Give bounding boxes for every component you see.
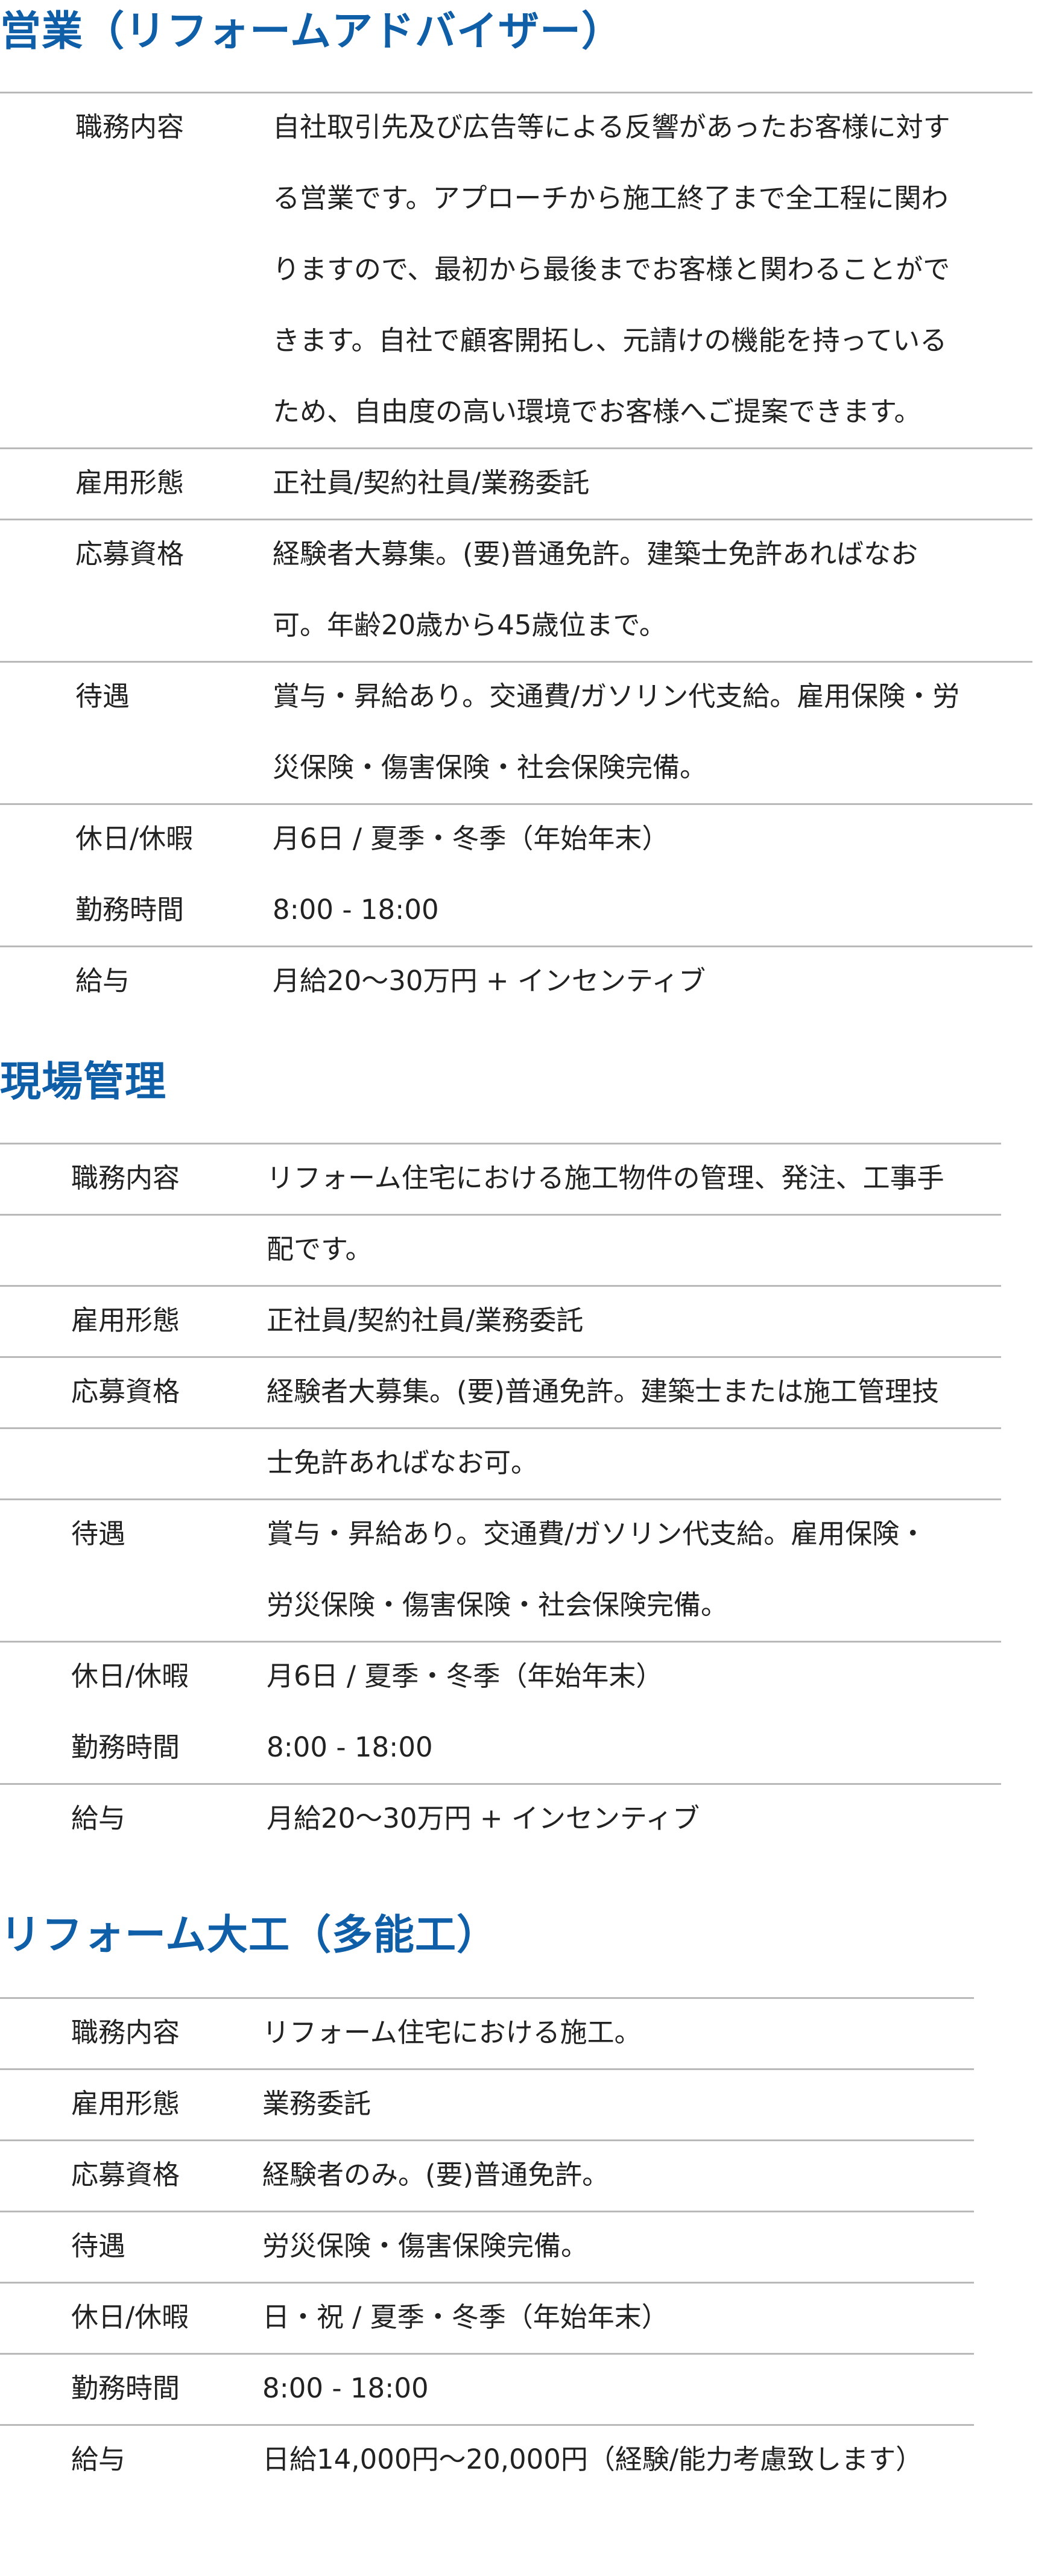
field-value-line: りますので、最初から最後までお客様と関わることがで — [273, 253, 950, 285]
field-value-line: 経験者大募集。(要)普通免許。建築士または施工管理技 — [267, 1375, 940, 1407]
field-value-line: リフォーム住宅における施工。 — [262, 2016, 642, 2048]
field-value-line: 月給20～30万円 + インセンティブ — [273, 965, 706, 997]
row-divider — [0, 2211, 974, 2212]
field-value-line: 8:00 - 18:00 — [262, 2372, 429, 2404]
field-label-勤務時間: 勤務時間 — [71, 2372, 180, 2404]
field-value-line: 可。年齢20歳から45歳位まで。 — [273, 609, 666, 641]
section-title: リフォーム大工（多能工） — [0, 1911, 498, 1959]
field-value-line: 災保険・傷害保険・社会保険完備。 — [273, 751, 707, 783]
row-divider — [0, 447, 1032, 449]
field-label-応募資格: 応募資格 — [71, 2159, 180, 2191]
field-value-line: 月6日 / 夏季・冬季（年始年末） — [267, 1660, 663, 1692]
field-value-line: 経験者のみ。(要)普通免許。 — [262, 2159, 610, 2191]
row-divider — [0, 2424, 974, 2426]
field-value-line: 8:00 - 18:00 — [273, 894, 439, 926]
field-value-line: 配です。 — [267, 1233, 373, 1265]
field-value-line: 日・祝 / 夏季・冬季（年始年末） — [262, 2301, 669, 2333]
row-divider — [0, 1356, 1001, 1358]
field-value-line: 正社員/契約社員/業務委託 — [273, 467, 590, 499]
field-value-line: 賞与・昇給あり。交通費/ガソリン代支給。雇用保険・ — [267, 1518, 927, 1550]
row-divider — [0, 1783, 1001, 1785]
field-label-待遇: 待遇 — [75, 680, 130, 712]
field-label-給与: 給与 — [75, 965, 130, 997]
field-label-休日-休暇: 休日/休暇 — [75, 822, 194, 854]
field-value-line: ため、自由度の高い環境でお客様へご提案できます。 — [273, 396, 921, 428]
row-divider — [0, 1641, 1001, 1643]
field-value-line: 月6日 / 夏季・冬季（年始年末） — [273, 822, 669, 854]
row-divider — [0, 1997, 974, 1999]
field-label-休日-休暇: 休日/休暇 — [71, 2301, 189, 2333]
row-divider — [0, 2353, 974, 2355]
field-label-応募資格: 応募資格 — [71, 1375, 180, 1407]
row-divider — [0, 945, 1032, 947]
field-value-line: 8:00 - 18:00 — [267, 1731, 433, 1763]
section-title: 営業（リフォームアドバイザー） — [0, 8, 623, 55]
row-divider — [0, 803, 1032, 805]
field-label-休日-休暇: 休日/休暇 — [71, 1660, 189, 1692]
field-value-line: 正社員/契約社員/業務委託 — [267, 1304, 584, 1336]
field-value-line: る営業です。アプローチから施工終了まで全工程に関わ — [273, 182, 949, 214]
row-divider — [0, 2068, 974, 2070]
row-divider — [0, 2139, 974, 2141]
field-label-勤務時間: 勤務時間 — [75, 894, 185, 926]
field-label-給与: 給与 — [71, 2443, 126, 2475]
field-value-line: きます。自社で顧客開拓し、元請けの機能を持っている — [273, 324, 947, 356]
row-divider — [0, 1285, 1001, 1287]
row-divider — [0, 519, 1032, 520]
row-divider — [0, 1498, 1001, 1500]
row-divider — [0, 92, 1032, 93]
field-value-line: 自社取引先及び広告等による反響があったお客様に対す — [273, 111, 950, 143]
field-label-雇用形態: 雇用形態 — [71, 1304, 180, 1336]
row-divider — [0, 1214, 1001, 1216]
field-value-line: 経験者大募集。(要)普通免許。建築士免許あればなお — [273, 538, 918, 570]
field-value-line: 士免許あればなお可。 — [267, 1447, 539, 1479]
field-label-応募資格: 応募資格 — [75, 538, 185, 570]
field-label-待遇: 待遇 — [71, 1518, 126, 1550]
field-label-職務内容: 職務内容 — [71, 1162, 180, 1194]
field-label-職務内容: 職務内容 — [75, 111, 185, 143]
field-label-給与: 給与 — [71, 1802, 126, 1834]
field-value-line: 業務委託 — [262, 2088, 371, 2120]
field-value-line: 日給14,000円～20,000円（経験/能力考慮致します） — [262, 2443, 923, 2475]
field-label-職務内容: 職務内容 — [71, 2016, 180, 2048]
section-title: 現場管理 — [0, 1058, 167, 1106]
field-label-待遇: 待遇 — [71, 2230, 126, 2262]
row-divider — [0, 1427, 1001, 1429]
field-label-雇用形態: 雇用形態 — [71, 2088, 180, 2120]
field-value-line: 労災保険・傷害保険完備。 — [262, 2230, 589, 2262]
field-value-line: 月給20～30万円 + インセンティブ — [267, 1802, 700, 1834]
row-divider — [0, 1143, 1001, 1144]
row-divider — [0, 2282, 974, 2284]
row-divider — [0, 661, 1032, 663]
field-value-line: リフォーム住宅における施工物件の管理、発注、工事手 — [267, 1162, 944, 1194]
field-value-line: 賞与・昇給あり。交通費/ガソリン代支給。雇用保険・労 — [273, 680, 960, 712]
field-label-雇用形態: 雇用形態 — [75, 467, 185, 499]
field-value-line: 労災保険・傷害保険・社会保険完備。 — [267, 1589, 729, 1621]
field-label-勤務時間: 勤務時間 — [71, 1731, 180, 1763]
